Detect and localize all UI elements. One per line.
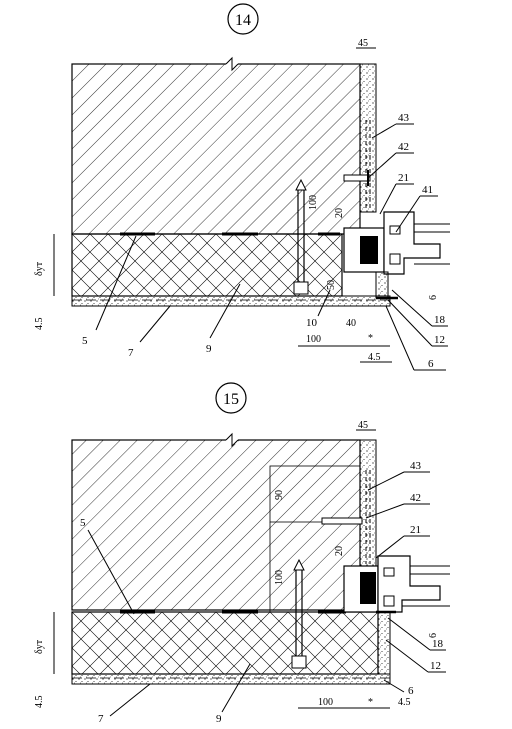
plaster-jamb <box>359 63 377 213</box>
dim-20: 20 <box>334 546 345 556</box>
dim-90: 90 <box>274 490 285 500</box>
callout-label: 10 <box>306 317 318 329</box>
callout-label: 6 <box>428 358 434 370</box>
callout-label: 41 <box>422 184 433 196</box>
window-frame <box>343 555 450 614</box>
dim-6: 6 <box>428 633 439 638</box>
callouts: 43 42 21 41 5 7 9 10 18 12 6 <box>82 112 448 371</box>
concrete-wall <box>71 63 361 235</box>
callout-label: 18 <box>434 314 446 326</box>
dim-6: 6 <box>428 295 439 300</box>
dim-4-5: 4.5 <box>368 352 381 363</box>
dim-left-4-5: 4.5 <box>34 318 45 331</box>
detail-title: 14 <box>235 12 251 29</box>
callout-label: 12 <box>434 334 445 346</box>
callout-label: 43 <box>410 460 422 472</box>
callout-label: 5 <box>80 517 86 529</box>
callout-label: 6 <box>408 685 414 697</box>
render-layer <box>71 673 391 685</box>
callout-label: 9 <box>206 343 212 355</box>
insulation-layer <box>71 611 379 675</box>
dim-star: * <box>368 697 373 708</box>
dim-40: 40 <box>346 318 356 329</box>
dimensions: 45 100 20 50 40 100 * 4.5 6 δут 4.5 <box>34 38 439 363</box>
detail-15: 15 <box>34 382 450 725</box>
dim-star: * <box>368 333 373 344</box>
dim-left-4-5: 4.5 <box>34 696 45 709</box>
detail-title-circle <box>215 382 247 414</box>
dim-100h: 100 <box>318 697 333 708</box>
dim-20: 20 <box>334 208 345 218</box>
dim-100h: 100 <box>306 334 321 345</box>
callout-label: 7 <box>128 347 134 359</box>
dim-thickness: δут <box>34 261 45 276</box>
dim-thickness: δут <box>34 639 45 654</box>
callout-label: 18 <box>432 638 444 650</box>
dim-45: 45 <box>358 38 368 49</box>
dimensions: 45 90 100 20 100 * 4.5 6 δут 4.5 <box>34 420 439 709</box>
callout-label: 5 <box>82 335 88 347</box>
callout-label: 42 <box>398 141 409 153</box>
plaster-jamb <box>359 439 377 567</box>
detail-14: 14 <box>34 3 450 371</box>
dim-100: 100 <box>274 570 285 585</box>
callout-label: 21 <box>398 172 409 184</box>
callout-label: 12 <box>430 660 441 672</box>
concrete-wall <box>71 439 361 611</box>
callout-label: 7 <box>98 713 104 725</box>
callout-label: 43 <box>398 112 410 124</box>
callout-label: 9 <box>216 713 222 725</box>
callout-label: 42 <box>410 492 421 504</box>
callout-label: 21 <box>410 524 421 536</box>
dim-50: 50 <box>326 280 337 290</box>
dim-4-5: 4.5 <box>398 697 411 708</box>
callouts: 43 42 21 5 7 9 18 12 6 <box>80 460 446 725</box>
detail-title-circle <box>227 3 259 35</box>
detail-title: 15 <box>223 391 239 408</box>
anchor-dowel <box>291 558 307 669</box>
window-frame <box>343 170 450 300</box>
dim-100: 100 <box>308 195 319 210</box>
anchor-dowel <box>293 178 309 295</box>
dim-45: 45 <box>358 420 368 431</box>
